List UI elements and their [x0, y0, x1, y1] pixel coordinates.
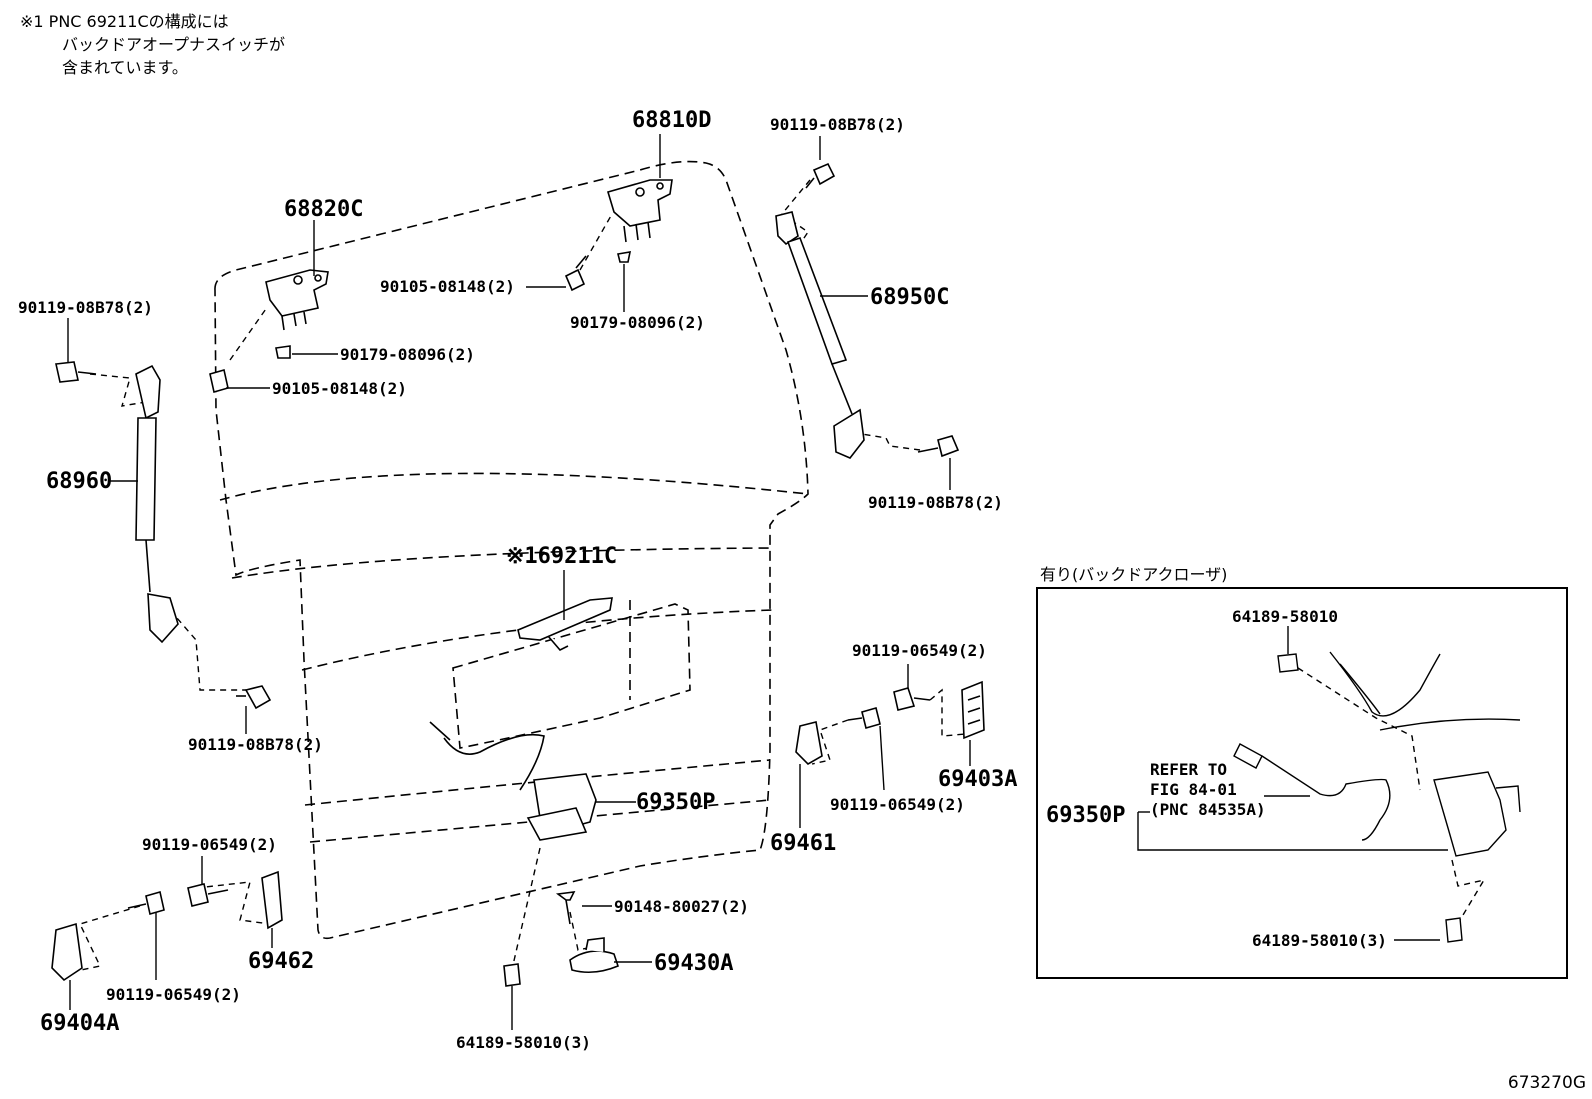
label-90105-08148-a: 90105-08148(2): [380, 277, 515, 296]
part-sketches: [51, 162, 985, 987]
label-69403A: 69403A: [938, 767, 1017, 792]
closer-inset: 有り(バックドアクローザ) 64189-58010 REFER TO FIG 8…: [1036, 565, 1568, 979]
fastener-guides: [71, 179, 967, 979]
footnote-line-1: ※1 PNC 69211Cの構成には: [20, 12, 229, 31]
label-90179-08096-a: 90179-08096(2): [570, 313, 705, 332]
label-90119-06549-a: 90119-06549(2): [852, 641, 987, 660]
label-90148-80027: 90148-80027(2): [614, 897, 749, 916]
label-68960: 68960: [46, 469, 112, 494]
label-69461: 69461: [770, 831, 836, 856]
label-90119-08B78-top: 90119-08B78(2): [770, 115, 905, 134]
label-64189-58010-main: 64189-58010(3): [456, 1033, 591, 1052]
label-90119-08B78-lower: 90119-08B78(2): [188, 735, 323, 754]
label-90119-08B78-right: 90119-08B78(2): [868, 493, 1003, 512]
label-68820C: 68820C: [284, 197, 363, 222]
label-90105-08148-b: 90105-08148(2): [272, 379, 407, 398]
inset-frame: [1036, 587, 1568, 979]
label-90119-06549-d: 90119-06549(2): [106, 985, 241, 1004]
label-69462: 69462: [248, 949, 314, 974]
label-69430A: 69430A: [654, 951, 733, 976]
label-68810D: 68810D: [632, 108, 711, 133]
label-69350P: 69350P: [636, 790, 715, 815]
inset-label-64189-58010-3: 64189-58010(3): [1252, 931, 1387, 950]
footnote-line-3: 含まれています。: [62, 58, 188, 77]
label-90119-06549-c: 90119-06549(2): [142, 835, 277, 854]
label-69211C: ※169211C: [506, 544, 617, 569]
label-90119-06549-b: 90119-06549(2): [830, 795, 965, 814]
inset-label-69350P: 69350P: [1046, 803, 1125, 828]
door-outline: [214, 160, 809, 940]
figure-id: 673270G: [1507, 1073, 1586, 1093]
inset-refer-line-3: (PNC 84535A): [1150, 800, 1266, 819]
label-90119-08B78-left: 90119-08B78(2): [18, 298, 153, 317]
footnote: ※1 PNC 69211Cの構成には バックドアオープナスイッチが 含まれていま…: [20, 10, 285, 79]
inset-caption: 有り(バックドアクローザ): [1040, 565, 1227, 584]
label-68950C: 68950C: [870, 285, 949, 310]
label-90179-08096-b: 90179-08096(2): [340, 345, 475, 364]
leader-lines: [67, 134, 971, 1030]
inset-refer-line-2: FIG 84-01: [1150, 780, 1237, 799]
footnote-line-2: バックドアオープナスイッチが: [62, 35, 286, 54]
inset-refer-line-1: REFER TO: [1150, 760, 1227, 779]
label-69404A: 69404A: [40, 1011, 119, 1036]
inset-label-64189-58010: 64189-58010: [1232, 607, 1338, 626]
